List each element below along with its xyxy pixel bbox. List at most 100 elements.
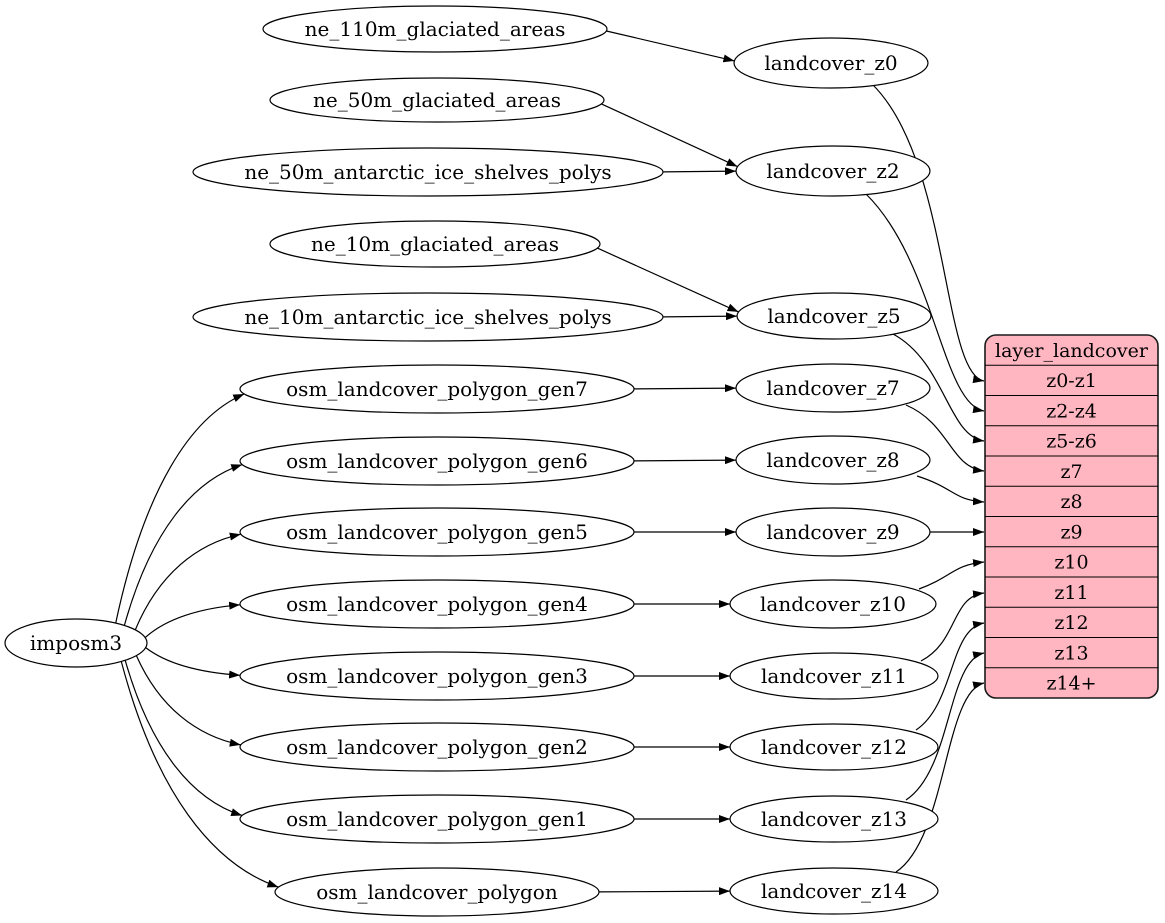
node-label-landcover_z9: landcover_z9 (766, 520, 899, 544)
node-label-ne_110m_glaciated_areas: ne_110m_glaciated_areas (305, 17, 566, 41)
node-ellipse-ne_10m_antarctic_ice_shelves_polys (192, 292, 664, 342)
node-landcover_z9: landcover_z9 (735, 507, 931, 557)
node-ellipse-ne_50m_antarctic_ice_shelves_polys (192, 147, 664, 197)
node-ellipse-landcover_z9 (735, 507, 931, 557)
node-ellipse-imposm3 (4, 618, 148, 668)
node-ellipse-landcover_z12 (729, 723, 939, 771)
node-landcover_z0: landcover_z0 (733, 37, 929, 89)
node-ellipse-osm_landcover_polygon_gen1 (239, 794, 635, 844)
node-ne_10m_antarctic_ice_shelves_polys: ne_10m_antarctic_ice_shelves_polys (192, 292, 664, 342)
edge-ne_50m_glaciated_areas-to-landcover_z2 (601, 103, 738, 168)
table-row-z0-z1: z0-z1 (1046, 370, 1097, 392)
edge-imposm3-to-osm_landcover_polygon_gen6 (123, 464, 243, 626)
node-label-landcover_z8: landcover_z8 (766, 448, 899, 472)
node-ellipse-osm_landcover_polygon_gen7 (239, 364, 635, 414)
edge-landcover_z13-to-layer_landcover-z13 (905, 651, 985, 801)
node-ellipse-osm_landcover_polygon_gen2 (239, 722, 635, 772)
node-ne_50m_glaciated_areas: ne_50m_glaciated_areas (269, 77, 605, 123)
node-landcover_z10: landcover_z10 (729, 579, 937, 629)
table-row-z10: z10 (1054, 552, 1088, 574)
node-label-ne_10m_antarctic_ice_shelves_polys: ne_10m_antarctic_ice_shelves_polys (244, 305, 611, 329)
node-landcover_z2: landcover_z2 (735, 145, 931, 197)
edge-imposm3-to-osm_landcover_polygon_gen5 (134, 532, 241, 631)
node-label-ne_50m_antarctic_ice_shelves_polys: ne_50m_antarctic_ice_shelves_polys (244, 160, 611, 184)
table-row-z13: z13 (1054, 642, 1088, 664)
node-label-landcover_z12: landcover_z12 (761, 735, 907, 759)
node-osm_landcover_polygon_gen6: osm_landcover_polygon_gen6 (239, 436, 635, 486)
node-label-ne_10m_glaciated_areas: ne_10m_glaciated_areas (311, 232, 559, 256)
edge-landcover_z2-to-layer_landcover-z2-z4 (865, 193, 985, 414)
node-ellipse-osm_landcover_polygon (274, 867, 600, 917)
node-osm_landcover_polygon_gen5: osm_landcover_polygon_gen5 (239, 507, 635, 557)
node-landcover_z14: landcover_z14 (729, 867, 939, 915)
table-row-z14+: z14+ (1046, 673, 1096, 695)
node-ellipse-osm_landcover_polygon_gen4 (239, 579, 635, 629)
table-row-z7: z7 (1060, 461, 1082, 483)
node-ellipse-landcover_z14 (729, 867, 939, 915)
edge-imposm3-to-osm_landcover_polygon_gen7 (115, 393, 245, 624)
node-label-landcover_z7: landcover_z7 (766, 376, 899, 400)
node-label-landcover_z11: landcover_z11 (761, 664, 907, 688)
node-label-osm_landcover_polygon_gen4: osm_landcover_polygon_gen4 (286, 592, 588, 616)
edge-ne_10m_glaciated_areas-to-landcover_z5 (597, 247, 739, 313)
edge-osm_landcover_polygon_gen7-to-landcover_z7 (633, 384, 737, 393)
node-label-landcover_z5: landcover_z5 (767, 304, 900, 328)
node-ellipse-osm_landcover_polygon_gen5 (239, 507, 635, 557)
edge-osm_landcover_polygon_gen6-to-landcover_z8 (633, 456, 737, 465)
node-label-osm_landcover_polygon_gen7: osm_landcover_polygon_gen7 (286, 377, 588, 401)
node-label-osm_landcover_polygon_gen3: osm_landcover_polygon_gen3 (286, 664, 588, 688)
edge-landcover_z14-to-layer_landcover-z14+ (895, 681, 985, 873)
edge-imposm3-to-osm_landcover_polygon_gen4 (144, 601, 241, 639)
edge-ne_50m_antarctic_ice_shelves_polys-to-landcover_z2 (662, 167, 737, 176)
node-osm_landcover_polygon_gen2: osm_landcover_polygon_gen2 (239, 722, 635, 772)
node-ellipse-osm_landcover_polygon_gen6 (239, 436, 635, 486)
edges-layer (115, 30, 985, 896)
node-ellipse-ne_110m_glaciated_areas (262, 5, 608, 53)
node-label-imposm3: imposm3 (30, 631, 122, 655)
node-label-osm_landcover_polygon: osm_landcover_polygon (316, 880, 558, 904)
node-label-landcover_z14: landcover_z14 (761, 879, 907, 903)
node-label-osm_landcover_polygon_gen5: osm_landcover_polygon_gen5 (286, 520, 588, 544)
node-ellipse-osm_landcover_polygon_gen3 (239, 651, 635, 701)
edge-imposm3-to-osm_landcover_polygon_gen1 (124, 660, 243, 817)
node-label-ne_50m_glaciated_areas: ne_50m_glaciated_areas (313, 88, 561, 112)
edge-ne_10m_antarctic_ice_shelves_polys-to-landcover_z5 (662, 312, 738, 321)
edge-landcover_z7-to-layer_landcover-z7 (905, 404, 985, 474)
table-row-z11: z11 (1054, 582, 1088, 604)
node-landcover_z13: landcover_z13 (729, 795, 939, 843)
table-row-z5-z6: z5-z6 (1046, 431, 1097, 453)
node-ellipse-landcover_z10 (729, 579, 937, 629)
edge-landcover_z5-to-layer_landcover-z5-z6 (892, 333, 985, 444)
node-osm_landcover_polygon_gen3: osm_landcover_polygon_gen3 (239, 651, 635, 701)
node-ellipse-landcover_z11 (729, 652, 939, 700)
table-row-z12: z12 (1054, 612, 1088, 634)
node-osm_landcover_polygon_gen4: osm_landcover_polygon_gen4 (239, 579, 635, 629)
node-ellipse-landcover_z8 (735, 435, 931, 485)
node-label-osm_landcover_polygon_gen1: osm_landcover_polygon_gen1 (286, 807, 588, 831)
edge-ne_110m_glaciated_areas-to-landcover_z0 (606, 30, 735, 63)
edge-osm_landcover_polygon-to-landcover_z14 (598, 887, 731, 896)
node-label-osm_landcover_polygon_gen2: osm_landcover_polygon_gen2 (286, 735, 588, 759)
edge-imposm3-to-osm_landcover_polygon (120, 661, 279, 888)
node-ellipse-ne_50m_glaciated_areas (269, 77, 605, 123)
node-ellipse-landcover_z13 (729, 795, 939, 843)
node-label-landcover_z2: landcover_z2 (766, 159, 899, 183)
edge-landcover_z0-to-layer_landcover-z0-z1 (871, 83, 985, 384)
node-landcover_z8: landcover_z8 (735, 435, 931, 485)
node-landcover_z5: landcover_z5 (736, 292, 932, 340)
node-imposm3: imposm3 (4, 618, 148, 668)
node-ellipse-landcover_z5 (736, 292, 932, 340)
node-ellipse-landcover_z2 (735, 145, 931, 197)
node-osm_landcover_polygon_gen1: osm_landcover_polygon_gen1 (239, 794, 635, 844)
node-label-osm_landcover_polygon_gen6: osm_landcover_polygon_gen6 (286, 449, 588, 473)
node-ellipse-ne_10m_glaciated_areas (269, 220, 601, 268)
table-row-z8: z8 (1060, 491, 1082, 513)
table-row-z9: z9 (1060, 521, 1082, 543)
edge-landcover_z12-to-layer_landcover-z12 (915, 620, 985, 731)
node-landcover_z7: landcover_z7 (735, 363, 931, 413)
edge-imposm3-to-osm_landcover_polygon_gen3 (145, 647, 241, 679)
node-label-landcover_z0: landcover_z0 (764, 51, 897, 75)
node-osm_landcover_polygon: osm_landcover_polygon (274, 867, 600, 917)
